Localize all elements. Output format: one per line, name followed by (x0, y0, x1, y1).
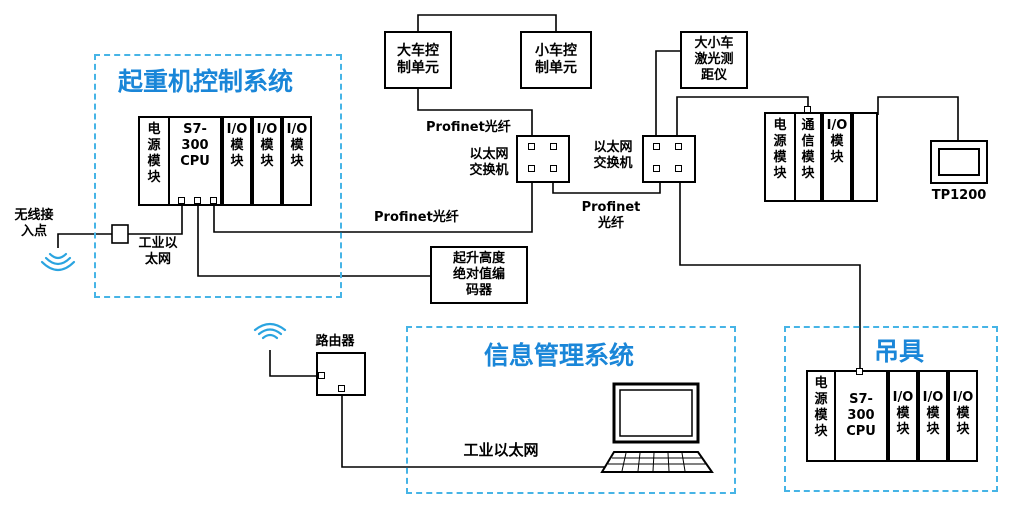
comm-port (804, 106, 811, 113)
crane-section-title: 起重机控制系统 (118, 67, 294, 96)
crane-io-module-1: I/O 模 块 (222, 116, 252, 206)
industrial-ethernet-label-1: 工业以 太网 (138, 236, 178, 267)
small-car-control-unit: 小车控 制单元 (520, 31, 592, 89)
info-management-section (406, 326, 736, 494)
cpu-port-3 (210, 197, 217, 204)
spreader-io-module-3: I/O 模 块 (948, 370, 978, 462)
spreader-section-title: 吊具 (874, 337, 925, 366)
switch2-label: 以太网 交换机 (593, 140, 633, 171)
crane-cpu-module: S7-300 CPU (168, 116, 222, 206)
spreader-power-module: 电 源 模 块 (806, 370, 836, 462)
spreader-cpu-module: S7-300 CPU (834, 370, 888, 462)
ethernet-switch-1 (516, 135, 570, 183)
profinet-label-2: Profinet光纤 (374, 210, 459, 225)
crane-control-section (94, 54, 342, 298)
spreader-section (784, 326, 998, 492)
computer-icon (600, 382, 714, 473)
crane-power-module: 电 源 模 块 (138, 116, 170, 206)
tp1200-panel (930, 140, 988, 184)
router-port (318, 372, 325, 379)
router-port (338, 385, 345, 392)
laser-rangefinder: 大小车 激光测 距仪 (680, 31, 748, 89)
rack2-comm-module: 通 信 模 块 (794, 112, 822, 202)
industrial-ethernet-label-2: 工业以太网 (463, 441, 539, 459)
rack2-power-module: 电 源 模 块 (764, 112, 796, 202)
rack2-empty-slot (852, 112, 878, 202)
switch1-port (528, 165, 535, 172)
absolute-encoder: 起升高度 绝对值编 码器 (430, 246, 528, 304)
switch1-label: 以太网 交换机 (469, 147, 509, 178)
spreader-io-module-1: I/O 模 块 (888, 370, 918, 462)
switch2-port (675, 165, 682, 172)
cpu-port-2 (194, 197, 201, 204)
profinet-label-3: Profinet 光纤 (581, 200, 641, 231)
crane-io-module-3: I/O 模 块 (282, 116, 312, 206)
crane-io-module-2: I/O 模 块 (252, 116, 282, 206)
switch1-port (550, 143, 557, 150)
switch1-port (528, 143, 535, 150)
router-label: 路由器 (315, 334, 355, 349)
switch2-port (653, 165, 660, 172)
cpu-port-1 (178, 197, 185, 204)
switch1-port (550, 165, 557, 172)
tp1200-label: TP1200 (931, 188, 987, 203)
ethernet-switch-2 (642, 135, 696, 183)
wireless-ap-label: 无线接 入点 (14, 208, 54, 239)
info-section-title: 信息管理系统 (484, 341, 635, 370)
switch2-port (653, 143, 660, 150)
spreader-io-module-2: I/O 模 块 (918, 370, 948, 462)
big-car-control-unit: 大车控 制单元 (384, 31, 452, 89)
spreader-cpu-port (856, 368, 863, 375)
rack2-io-module: I/O 模 块 (822, 112, 852, 202)
profinet-label-1: Profinet光纤 (426, 120, 511, 135)
switch2-port (675, 143, 682, 150)
